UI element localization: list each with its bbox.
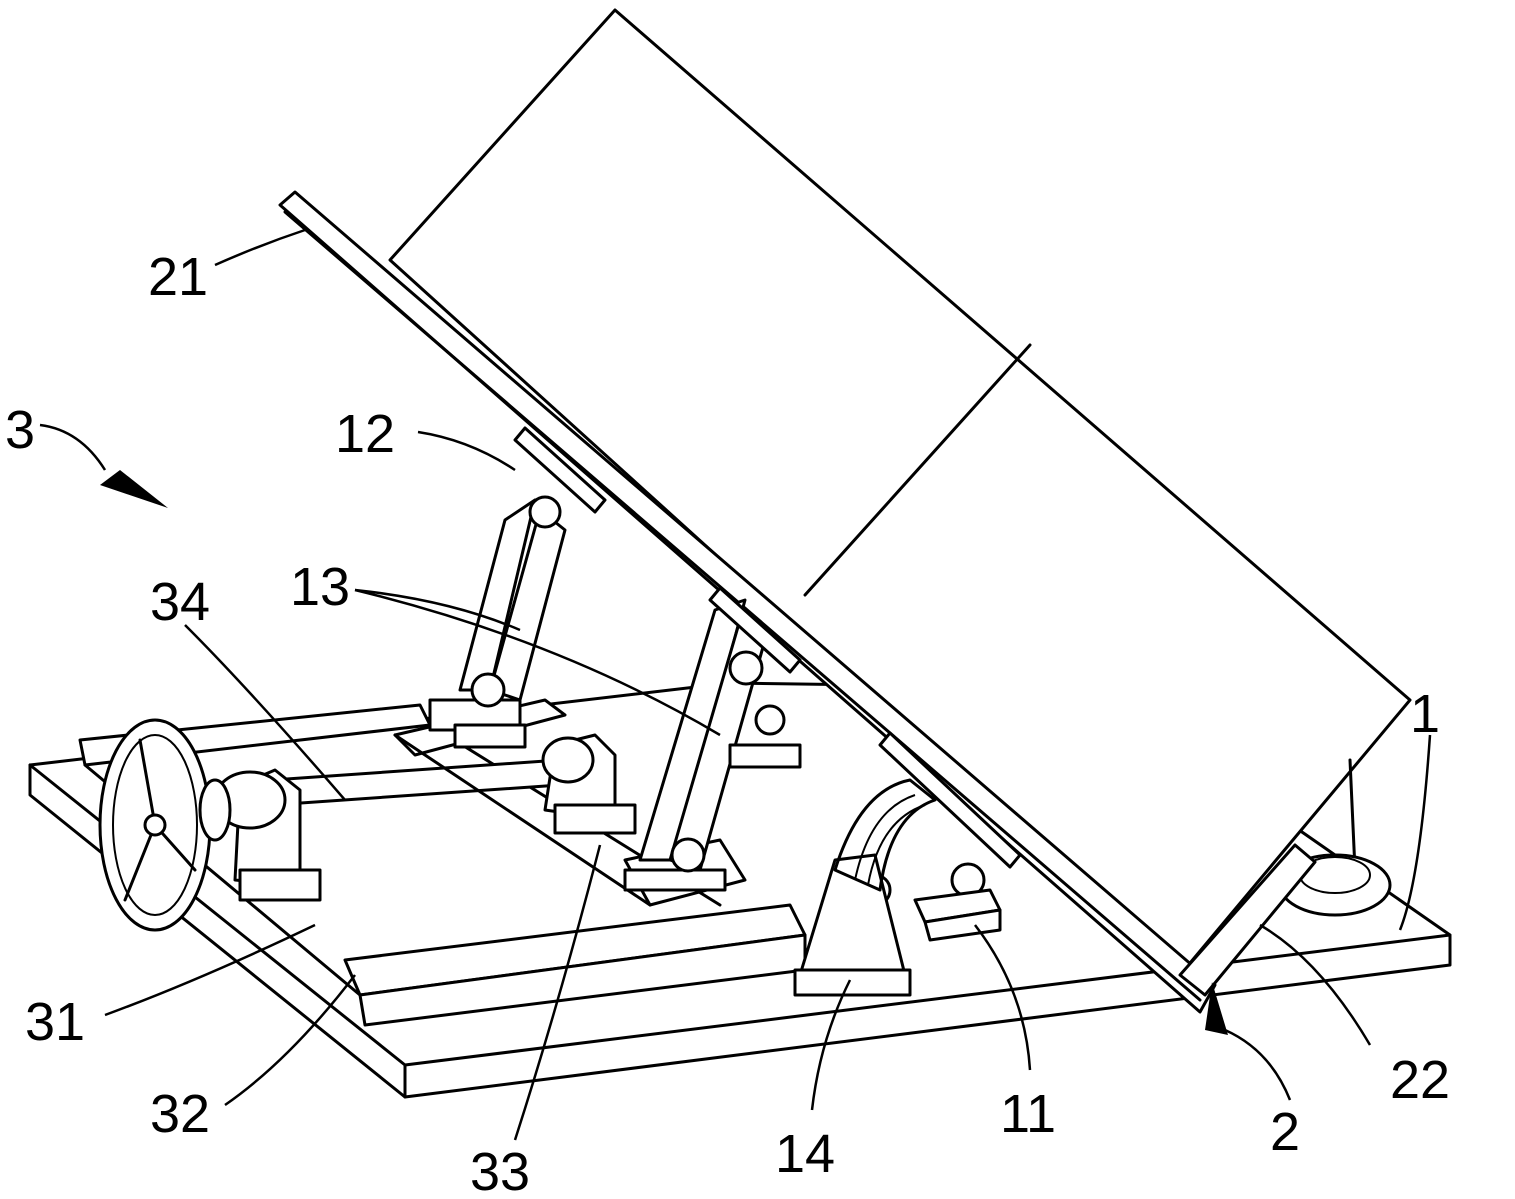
label-3: 3 xyxy=(5,400,35,460)
label-12: 12 xyxy=(335,404,395,464)
label-22: 22 xyxy=(1390,1050,1450,1110)
label-21: 21 xyxy=(148,247,208,307)
label-1: 1 xyxy=(1410,684,1440,744)
arrow-3-icon xyxy=(100,470,168,508)
label-31: 31 xyxy=(25,992,85,1052)
label-2: 2 xyxy=(1270,1102,1300,1162)
hinge-block xyxy=(915,890,1000,940)
label-32: 32 xyxy=(150,1084,210,1144)
label-11: 11 xyxy=(1000,1084,1056,1144)
label-13: 13 xyxy=(290,557,350,617)
label-33: 33 xyxy=(470,1142,530,1199)
label-34: 34 xyxy=(150,572,210,632)
label-14: 14 xyxy=(775,1124,835,1184)
